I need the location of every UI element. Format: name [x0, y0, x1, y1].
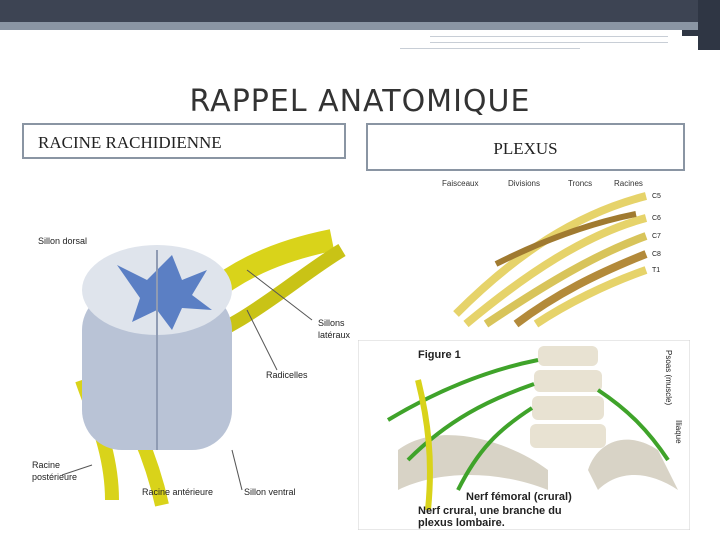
label-racine-posterieure: Racine [32, 460, 60, 470]
label-plexus: PLEXUS [366, 123, 685, 171]
label-racine-rachidienne: RACINE RACHIDIENNE [22, 123, 346, 159]
header-bar [0, 0, 720, 22]
lumbar-plexus-figure: Figure 1 Psoas (muscle) Iliaque Nerf fém… [358, 340, 690, 530]
label-racine-anterieure: Racine antérieure [142, 487, 213, 497]
label-sillons-lateraux: latéraux [318, 330, 351, 340]
vertical-label-psoas: Psoas (muscle) [664, 350, 673, 405]
column-faisceaux: Faisceaux [442, 179, 478, 188]
figure-caption: Figure 1 [418, 349, 461, 361]
root-c5: C5 [652, 193, 661, 200]
root-t1: T1 [652, 267, 660, 274]
column-divisions: Divisions [508, 179, 540, 188]
brachial-plexus-figure: Faisceaux Divisions Troncs Racines C5 C6… [396, 174, 686, 340]
label-sillon-ventral: Sillon ventral [244, 487, 296, 497]
header-subbar [0, 22, 698, 30]
header-corner [698, 0, 720, 50]
header-rule [430, 42, 668, 43]
label-sillon-dorsal: Sillon dorsal [38, 236, 87, 246]
root-c6: C6 [652, 215, 661, 222]
label-sillons-lateraux: Sillons [318, 318, 345, 328]
column-troncs: Troncs [568, 179, 592, 188]
root-c7: C7 [652, 233, 661, 240]
header-rule [400, 48, 580, 49]
header-rule [430, 36, 668, 37]
label-racine-posterieure: postérieure [32, 472, 77, 482]
column-racines: Racines [614, 179, 643, 188]
femoral-nerve-title: Nerf fémoral (crural) [466, 491, 572, 503]
label-radicelles: Radicelles [266, 370, 308, 380]
vertical-label-iliaque: Iliaque [674, 420, 683, 444]
femoral-nerve-caption: Nerf crural, une branche du [418, 505, 562, 517]
root-c8: C8 [652, 251, 661, 258]
spinal-cord-figure: Sillon dorsal Sillons latéraux Radicelle… [22, 210, 362, 510]
slide-title: RAPPEL ANATOMIQUE [0, 84, 720, 119]
femoral-nerve-caption: plexus lombaire. [418, 517, 505, 529]
